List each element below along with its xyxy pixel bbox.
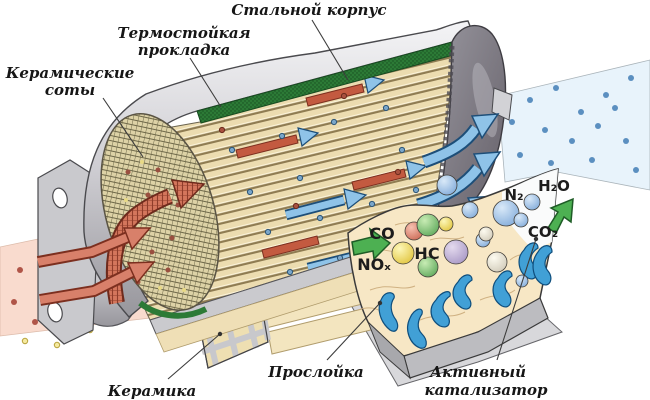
inlet-arrows (36, 227, 156, 306)
molecule-sphere (513, 212, 529, 228)
label-interlayer: Прослойка (267, 363, 364, 381)
nox-molecule-sphere (391, 241, 415, 265)
molecule-sphere (461, 201, 479, 219)
hot-gas-bars (235, 74, 428, 259)
n2-label: N₂ (504, 186, 523, 204)
leader-honeycomb (102, 97, 144, 158)
stripe-dots-red (218, 92, 402, 210)
leader-ceramic (167, 333, 221, 380)
label-gasket-line2: прокладка (138, 41, 231, 59)
label-catalyst-line2: катализатор (424, 381, 548, 399)
hc-label: HC (414, 244, 439, 263)
molecule-sphere (443, 239, 469, 265)
honeycomb-face (100, 113, 220, 319)
rear-cap (430, 24, 513, 226)
leader-interlayer (326, 302, 381, 361)
hc-molecule-sphere (416, 213, 440, 237)
molecule-sphere (436, 174, 458, 196)
inset-side-wall-left (367, 321, 411, 380)
gasket-bottom-arc (138, 300, 208, 319)
leader-dots (217, 236, 539, 337)
outlet-clean-stream (497, 59, 650, 191)
catalyst-ribbons (378, 242, 553, 349)
co2-label: CO₂ (528, 223, 558, 241)
label-honeycomb-line2: соты (45, 81, 95, 99)
hc-molecule-sphere (417, 256, 439, 278)
h2o-molecule-sphere (523, 193, 541, 211)
inset-magnified-view: CO NOₓ HC N₂ H₂O CO₂ (347, 168, 574, 380)
reaction-in-arrow (351, 227, 392, 261)
label-catalyst-line1: Активный (429, 363, 526, 381)
h2o-label: H₂O (538, 177, 570, 195)
molecule-sphere (438, 216, 454, 232)
clean-gas-dots (509, 75, 639, 173)
molecule-sphere (478, 226, 494, 242)
leader-catalyst (496, 238, 537, 361)
molecule-sphere (486, 251, 508, 273)
flange-hole (52, 187, 68, 209)
molecule-spheres (391, 174, 541, 288)
label-gasket-line1: Термостойкая (117, 24, 250, 42)
hatched-flow-arrow (105, 179, 206, 305)
co-label: CO (369, 224, 394, 243)
label-steel-casing: Стальной корпус (231, 1, 386, 19)
nox-label: NOₓ (357, 255, 391, 274)
reaction-out-arrow (546, 197, 574, 235)
face-dots-yellow (124, 160, 186, 292)
leader-lines (102, 19, 537, 380)
leader-gasket (189, 57, 222, 108)
label-honeycomb-line1: Керамические (5, 64, 135, 82)
leader-steel-casing (311, 19, 349, 81)
label-ceramic: Керамика (107, 382, 196, 400)
rear-bracket-tab (491, 87, 513, 121)
